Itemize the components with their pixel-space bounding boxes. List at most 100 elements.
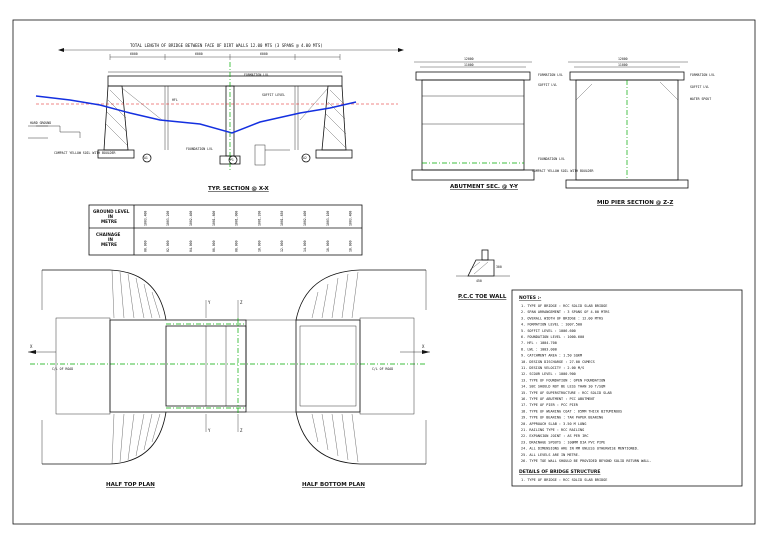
notes-line: 25. ALL LEVELS ARE IN METRE. <box>521 453 580 457</box>
marker-p1: P1 <box>230 158 234 162</box>
notes-line: 10. DESIGN DISCHARGE : 27.00 CUMECS <box>521 360 595 364</box>
notes-line: 3. OVERALL WIDTH OF BRIDGE : 12.00 MTRS <box>521 316 603 320</box>
notes-heading: NOTES :- <box>519 295 541 301</box>
notes-line: 26. TYPE TOE WALL SHOULD BE PROVIDED BEY… <box>521 459 652 463</box>
notes-panel: NOTES :- 1. TYPE OF BRIDGE : RCC SOLID S… <box>511 289 743 487</box>
notes-line: 20. APPROACH SLAB : 3.50 M LONG <box>521 422 586 426</box>
mark-z-bottom: Z <box>240 428 243 433</box>
mark-z-top: Z <box>240 300 243 305</box>
notes-line: 12. SCOUR LEVEL : 1000.900 <box>521 372 576 376</box>
gl-row2-line3: METRE <box>101 242 117 247</box>
span-dim-2: 6000 <box>195 52 203 56</box>
notes-line: 18. TYPE OF WEARING COAT : 65MM THICK BI… <box>521 409 622 413</box>
pier-label-soffit: SOFFIT LVL <box>690 85 709 89</box>
pier-section: 12000 11000 FORMATION LVL SOFFIT LVL WAT… <box>565 57 715 206</box>
gl-chainage-cell: 12.000 <box>280 240 284 252</box>
notes-line: 7. HFL : 1004.700 <box>521 341 557 345</box>
abutment-section-title: ABUTMENT SEC. @ Y-Y <box>450 184 519 190</box>
notes-line: 24. ALL DIMENSIONS ARE IN MM UNLESS OTHE… <box>521 447 639 451</box>
notes-line: 17. TYPE OF PIER : PCC PIER <box>521 403 579 407</box>
notes-line: 5. SOFFIT LEVEL : 1006.600 <box>521 329 576 333</box>
pcc-dim-2: 450 <box>476 279 482 283</box>
label-soffit: SOFFIT LEVEL <box>262 93 285 97</box>
plan-views: C/L OF ROAD C/L OF ROAD <box>28 269 430 488</box>
half-top-plan-title: HALF TOP PLAN <box>106 482 155 488</box>
marker-a2: A2 <box>303 156 307 160</box>
gl-chainage-cell: 06.000 <box>212 240 216 252</box>
mark-x-right: X <box>422 344 425 349</box>
gl-chainage-cell: 02.000 <box>166 240 170 252</box>
mark-y-bottom: Y <box>208 428 211 433</box>
label-yellow-soil: COMPACT YELLOW SOIL WITH BOULDER <box>54 151 115 155</box>
gl-level-cell: 1003.200 <box>166 211 170 226</box>
notes-line: 19. TYPE OF BEARING : TAR PAPER BEARING <box>521 416 603 420</box>
ground-profile <box>35 95 357 134</box>
notes-line: 1. TYPE OF BRIDGE : RCC SOLID SLAB BRIDG… <box>521 304 607 308</box>
gl-chainage-cell: 00.000 <box>143 240 147 252</box>
gl-chainage-cell: 04.000 <box>189 240 193 252</box>
gl-level-cell: 1003.400 <box>143 211 147 226</box>
ground-level-table: GROUND LEVEL IN METRE CHAINAGE IN METRE … <box>88 204 363 256</box>
gl-chainage-cell: 10.000 <box>257 240 261 252</box>
pier-section-title: MID PIER SECTION @ Z-Z <box>597 200 673 206</box>
notes-line: 15. TYPE OF SUPERSTRUCTURE : RCC SOLID S… <box>521 391 612 395</box>
gl-row2-line2: IN <box>108 237 114 242</box>
pcc-dim-1: 300 <box>496 265 502 269</box>
pier-label-spout: WATER SPOUT <box>690 97 711 101</box>
notes-sub-line-1: 1. TYPE OF BRIDGE : RCC SOLID SLAB BRIDG… <box>521 478 607 482</box>
gl-level-cell: 1002.400 <box>189 211 193 226</box>
gl-level-cell: 1001.850 <box>280 211 284 226</box>
gl-chainage-cell: 08.000 <box>235 240 239 252</box>
pier-dim-inner: 11000 <box>618 63 628 67</box>
gl-level-cell: 1002.400 <box>303 211 307 226</box>
abutment-label-foundation: FOUNDATION LVL <box>538 157 565 161</box>
notes-line: 16. TYPE OF ABUTMENT : PCC ABUTMENT <box>521 397 596 401</box>
gl-level-cell: 1001.000 <box>235 211 239 226</box>
notes-line: 22. EXPANSION JOINT : AS PER IRC <box>521 434 588 438</box>
notes-line: 4. FORMATION LEVEL : 1007.500 <box>521 323 582 327</box>
abutment-dim-inner: 11000 <box>464 63 474 67</box>
abutment-dim-outer: 12000 <box>464 57 474 61</box>
mark-y-top: Y <box>208 300 211 305</box>
typical-section-title: TYP. SECTION @ X-X <box>208 186 270 192</box>
gl-row1-line2: IN <box>108 214 114 219</box>
half-bottom-plan-title: HALF BOTTOM PLAN <box>302 482 365 488</box>
gl-level-cell: 1003.400 <box>349 211 353 226</box>
gl-level-cell: 1001.800 <box>212 211 216 226</box>
label-hfl: HFL <box>172 98 178 102</box>
road-label-left: C/L OF ROAD <box>52 367 73 371</box>
pier-dim-outer: 12000 <box>618 57 628 61</box>
gl-row1-line1: GROUND LEVEL <box>93 209 130 214</box>
mark-x-left: X <box>30 344 33 349</box>
label-formation: FORMATION LVL <box>244 73 269 77</box>
abutment-label-soil: COMPACT YELLOW SOIL WITH BOULDER <box>532 169 593 173</box>
notes-line: 2. SPAN ARRANGEMENT : 3 SPANS OF 4.00 MT… <box>521 310 610 314</box>
typical-top-note: TOTAL LENGTH OF BRIDGE BETWEEN FACE OF D… <box>130 43 323 48</box>
marker-a1: A1 <box>144 156 148 160</box>
abutment-section: 12000 11000 FORMATION LVL SOFFIT LVL FOU… <box>411 57 593 190</box>
typical-section: TOTAL LENGTH OF BRIDGE BETWEEN FACE OF D… <box>28 43 404 192</box>
notes-line: 9. CATCHMENT AREA : 1.50 SQKM <box>521 354 582 358</box>
notes-line: 14. SBC SHOULD NOT BE LESS THAN 30 T/SQM <box>521 385 605 389</box>
road-label-right: C/L OF ROAD <box>372 367 393 371</box>
gl-row2-line1: CHAINAGE <box>96 232 121 237</box>
notes-line: 11. DESIGN VELOCITY : 2.00 M/S <box>521 366 584 370</box>
label-foundation: FOUNDATION LVL <box>186 147 213 151</box>
notes-line: 8. LWL : 1003.000 <box>521 347 557 351</box>
abutment-label-soffit: SOFFIT LVL <box>538 83 557 87</box>
notes-line: 21. RAILING TYPE : RCC RAILING <box>521 428 584 432</box>
notes-line: 6. FOUNDATION LEVEL : 1000.600 <box>521 335 584 339</box>
span-dim-3: 6000 <box>260 52 268 56</box>
gl-chainage-cell: 14.000 <box>303 240 307 252</box>
gl-chainage-cell: 18.000 <box>349 240 353 252</box>
notes-sub-heading: DETAILS OF BRIDGE STRUCTURE <box>519 469 600 475</box>
gl-level-cell: 1001.200 <box>257 211 261 226</box>
span-dim-1: 6000 <box>130 52 138 56</box>
label-hard-ground: HARD GROUND <box>30 121 51 125</box>
notes-line: 13. TYPE OF FOUNDATION : OPEN FOUNDATION <box>521 378 605 382</box>
pier-label-formation: FORMATION LVL <box>690 73 715 77</box>
pcc-toe-wall: 300 450 P.C.C TOE WALL <box>456 249 510 300</box>
abutment-label-formation: FORMATION LVL <box>538 73 563 77</box>
notes-line: 23. DRAINAGE SPOUTS : 100MM DIA PVC PIPE <box>521 440 605 444</box>
